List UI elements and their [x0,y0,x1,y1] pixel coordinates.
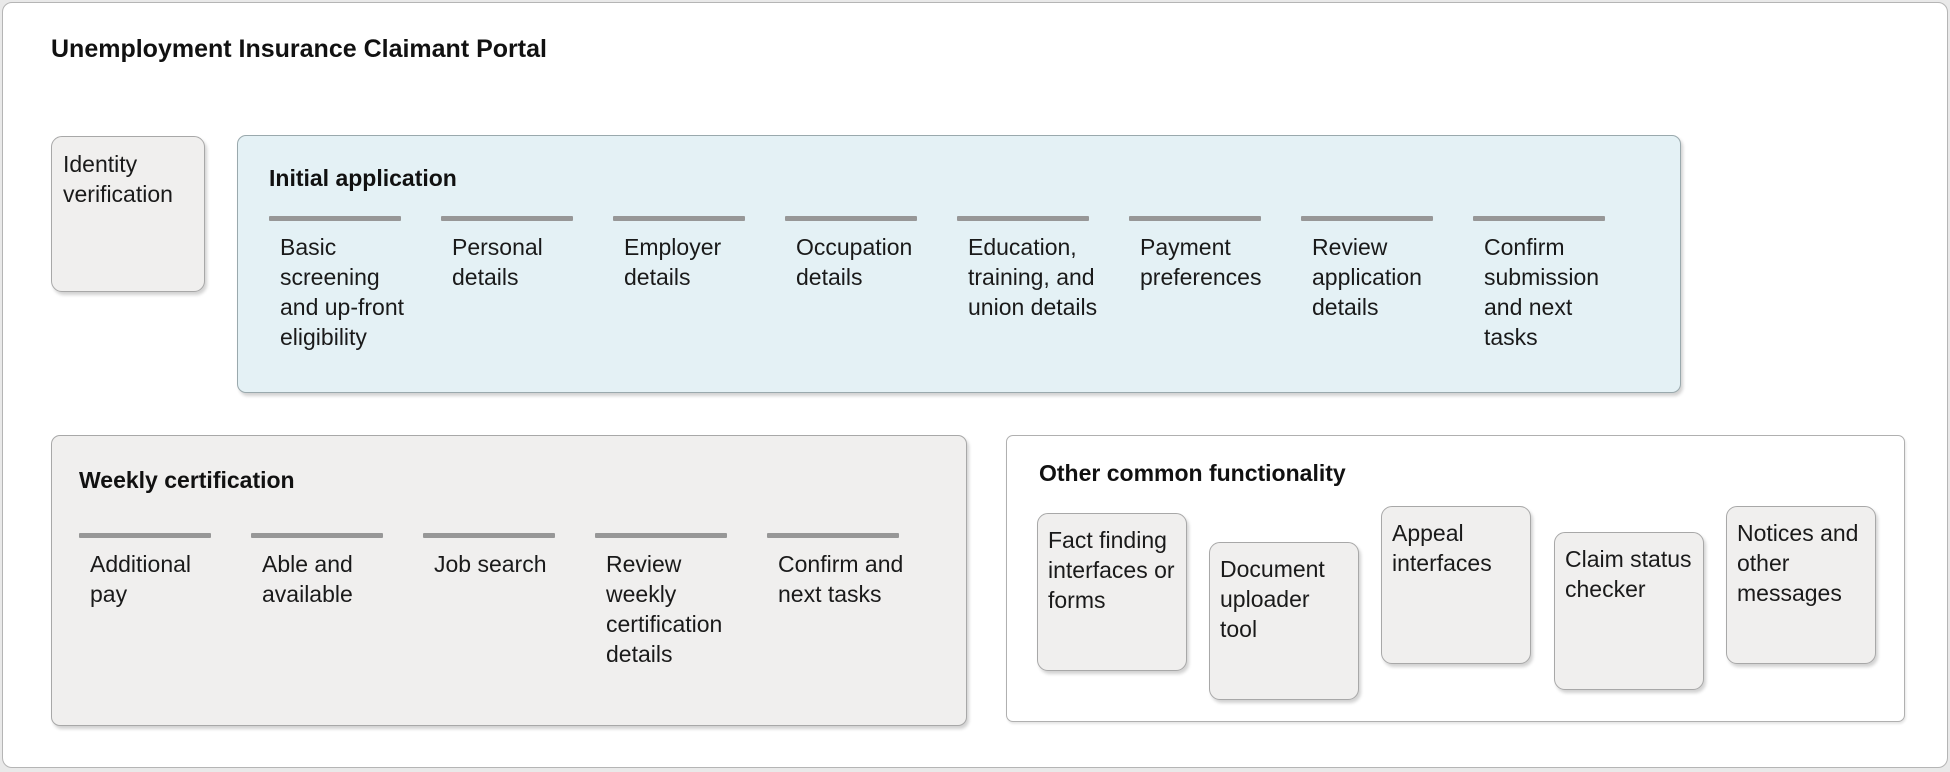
step-divider-bar [785,216,917,221]
step-label: Education, training, and union details [968,234,1098,320]
section-other-common-functionality: Other common functionality Fact finding … [1006,435,1905,722]
identity-verification-label: Identity verification [63,151,173,207]
step-label: Employer details [624,234,722,290]
section-other-functionality-title: Other common functionality [1039,460,1346,486]
card-notices-other-messages: Notices and other messages [1726,506,1876,664]
step-label: Review application details [1312,234,1422,320]
step-review-weekly-certification-details: Review weekly certification details [595,533,727,669]
page-title: Unemployment Insurance Claimant Portal [51,35,547,63]
step-divider-bar [269,216,401,221]
card-label: Notices and other messages [1737,520,1859,606]
section-initial-application-title: Initial application [269,165,457,191]
step-label: Additional pay [90,551,192,607]
step-basic-screening-eligibility: Basic screening and up-front eligibility [269,216,405,352]
step-label: Review weekly certification details [606,551,723,667]
card-document-uploader-tool: Document uploader tool [1209,542,1359,700]
step-divider-bar [767,533,899,538]
step-divider-bar [1473,216,1605,221]
step-confirm-and-next-tasks: Confirm and next tasks [767,533,904,669]
step-label: Payment preferences [1140,234,1262,290]
step-divider-bar [251,533,383,538]
step-label: Occupation details [796,234,913,290]
step-label: Confirm submission and next tasks [1484,234,1600,350]
step-job-search: Job search [423,533,555,669]
weekly-certification-steps-row: Additional pay Able and available Job se… [79,533,966,669]
step-occupation-details: Occupation details [785,216,917,352]
step-divider-bar [441,216,573,221]
step-education-training-union: Education, training, and union details [957,216,1098,352]
step-label: Confirm and next tasks [778,551,904,607]
step-employer-details: Employer details [613,216,745,352]
step-divider-bar [423,533,555,538]
initial-application-steps-row: Basic screening and up-front eligibility… [269,216,1680,352]
step-payment-preferences: Payment preferences [1129,216,1261,352]
step-divider-bar [595,533,727,538]
card-claim-status-checker: Claim status checker [1554,532,1704,690]
step-divider-bar [1301,216,1433,221]
step-able-and-available: Able and available [251,533,383,669]
step-review-application-details: Review application details [1301,216,1433,352]
card-label: Fact finding interfaces or forms [1048,527,1175,613]
step-additional-pay: Additional pay [79,533,211,669]
step-label: Basic screening and up-front eligibility [280,234,405,350]
step-divider-bar [79,533,211,538]
step-divider-bar [1129,216,1261,221]
step-label: Personal details [452,234,543,290]
card-appeal-interfaces: Appeal interfaces [1381,506,1531,664]
card-label: Document uploader tool [1220,556,1325,642]
section-weekly-certification-title: Weekly certification [79,467,295,493]
step-confirm-submission-next-tasks: Confirm submission and next tasks [1473,216,1605,352]
step-divider-bar [957,216,1089,221]
step-label: Job search [434,551,547,577]
section-weekly-certification: Weekly certification Additional pay Able… [51,435,967,726]
card-label: Appeal interfaces [1392,520,1492,576]
card-label: Claim status checker [1565,546,1692,602]
section-initial-application: Initial application Basic screening and … [237,135,1681,393]
step-divider-bar [613,216,745,221]
card-fact-finding-interfaces: Fact finding interfaces or forms [1037,513,1187,671]
step-personal-details: Personal details [441,216,573,352]
identity-verification-card: Identity verification [51,136,205,292]
step-label: Able and available [262,551,353,607]
